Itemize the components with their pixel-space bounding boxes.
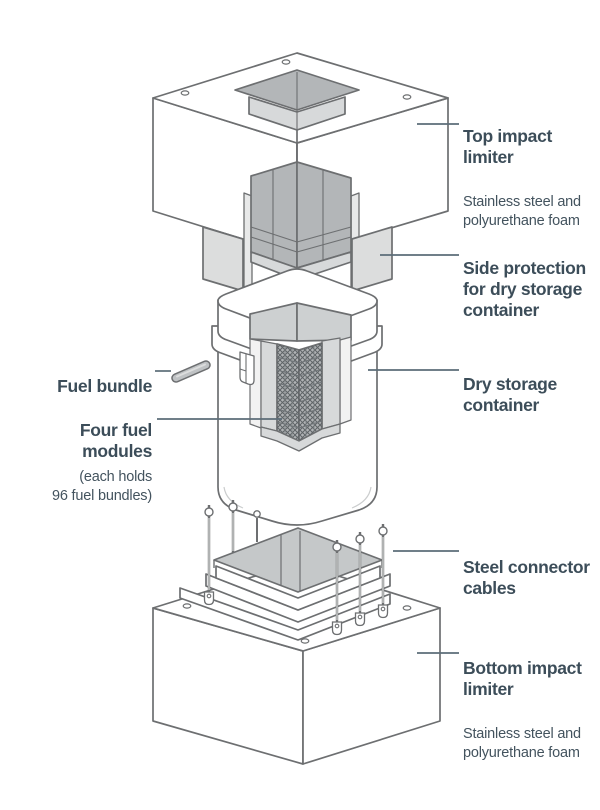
fuel-modules-cutaway [249, 336, 352, 452]
top-impact-limiter-drawing [152, 52, 449, 257]
label-title: Dry storage container [463, 374, 557, 415]
label-steel-connector-cables: Steel connector cables [463, 539, 595, 617]
side-protection-drawing [202, 161, 393, 297]
label-title: Side protection for dry storage containe… [463, 258, 586, 320]
label-title: Steel connector cables [463, 557, 590, 598]
label-dry-storage-container: Dry storage container [463, 356, 595, 434]
steel-cables-drawing [203, 505, 389, 636]
leader-lines [155, 123, 459, 654]
cable-stubs [228, 500, 261, 553]
label-title: Fuel bundle [57, 376, 152, 396]
label-fuel-bundle: Fuel bundle [12, 358, 152, 415]
label-subtitle: (each holds 96 fuel bundles) [52, 469, 152, 504]
label-four-fuel-modules-note: (each holds 96 fuel bundles) [12, 450, 152, 524]
label-side-protection: Side protection for dry storage containe… [463, 240, 595, 339]
label-title: Bottom impact limiter [463, 658, 582, 699]
label-title: Four fuel modules [79, 420, 152, 461]
container-port-bracket [239, 351, 255, 386]
label-bottom-impact-limiter: Bottom impact limiter Stainless steel an… [463, 640, 595, 781]
fuel-bundle-rod [171, 360, 211, 383]
dry-storage-container-drawing [211, 268, 383, 526]
label-top-impact-limiter: Top impact limiter Stainless steel and p… [463, 108, 595, 249]
label-subtitle: Stainless steel and polyurethane foam [463, 726, 581, 761]
label-four-fuel-modules: Four fuel modules [12, 402, 152, 480]
label-subtitle: Stainless steel and polyurethane foam [463, 194, 581, 229]
label-title: Top impact limiter [463, 126, 553, 167]
